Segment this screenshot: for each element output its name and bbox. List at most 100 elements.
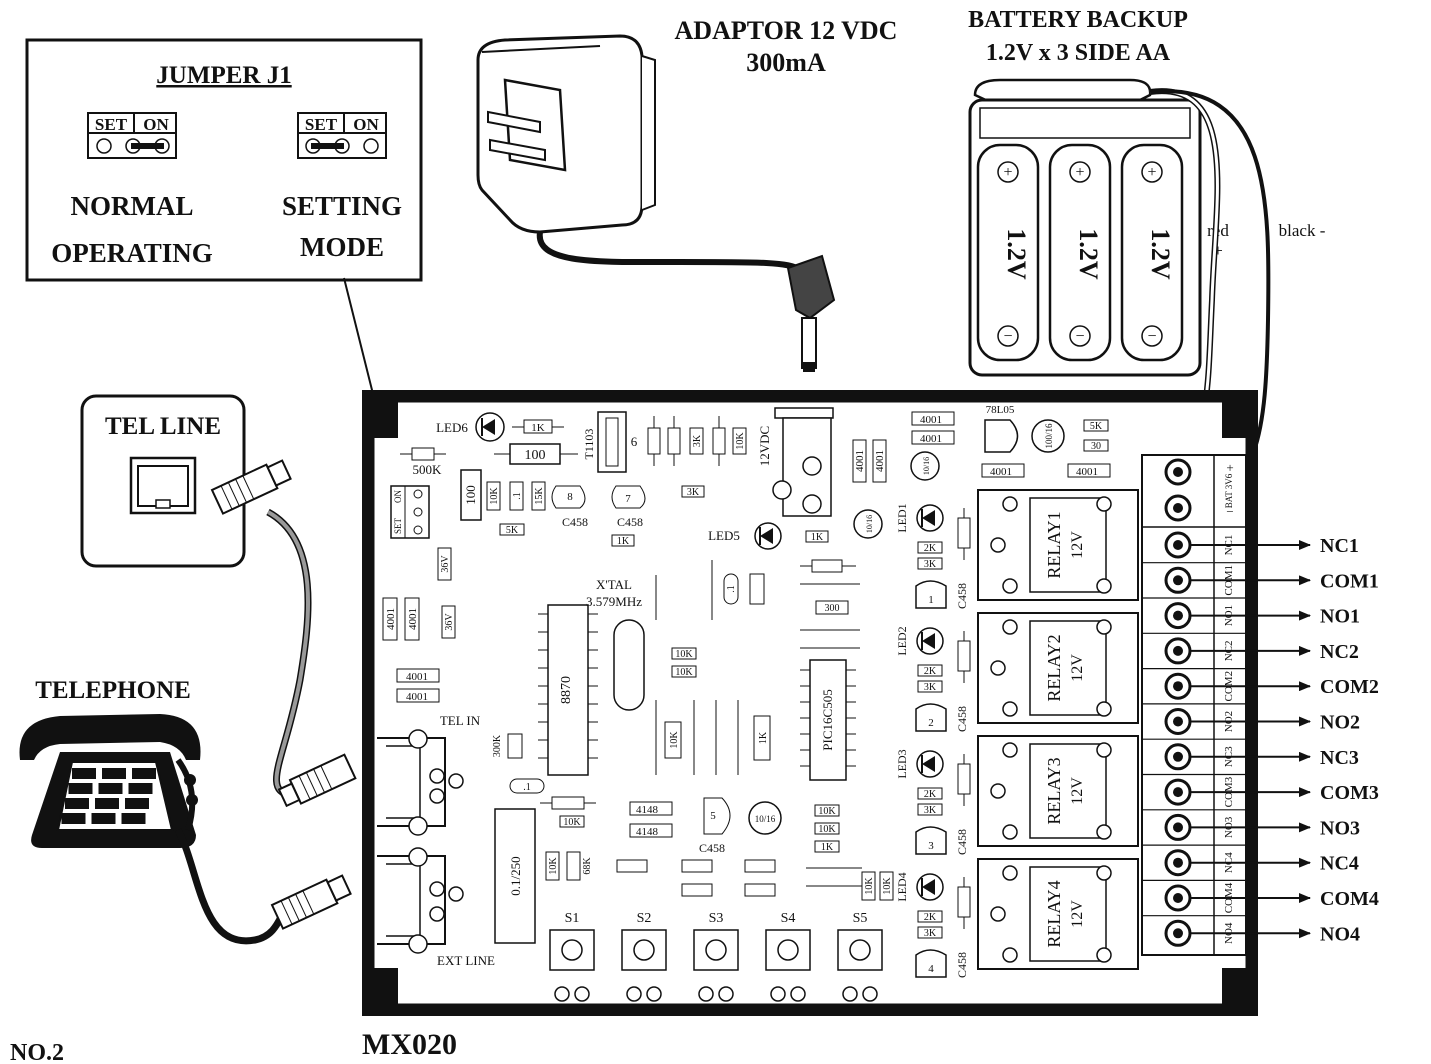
svg-text:10K: 10K: [864, 877, 875, 895]
terminal-nc4[interactable]: NC4: [1142, 844, 1311, 877]
zener-36v: 36V 36V: [437, 547, 456, 639]
svg-text:3K: 3K: [924, 805, 937, 816]
svg-text:C458: C458: [562, 515, 588, 529]
svg-text:S5: S5: [853, 911, 868, 926]
resistors-10k-pair: 10K 10K: [671, 647, 697, 678]
terminal-nc2[interactable]: NC2: [1142, 632, 1311, 665]
terminal-label-nc2: NC2: [1320, 641, 1359, 663]
svg-text:SET: SET: [305, 115, 338, 134]
rj11-plug-top: [210, 459, 292, 515]
svg-text:1K: 1K: [531, 422, 545, 434]
terminal-block: + BAT 3V6 − NC1COM1NO1NC2COM2NO2NC3COM3N…: [1141, 454, 1311, 956]
operating-label: OPERATING: [51, 238, 213, 268]
pcb-board: SET ON 500K LED6 1K 100 T1103 6: [362, 390, 1311, 1016]
svg-text:ON: ON: [143, 115, 169, 134]
battery-cell: +−1.2V: [1120, 143, 1184, 362]
svg-text:4001: 4001: [406, 671, 428, 683]
push-button-s3[interactable]: S3: [693, 911, 739, 1002]
svg-text:TEL IN: TEL IN: [440, 713, 481, 728]
battery-cell: +−1.2V: [1048, 143, 1112, 362]
svg-text:1.2V: 1.2V: [1074, 228, 1103, 280]
terminal-nc3[interactable]: NC3: [1142, 738, 1311, 771]
svg-text:4001: 4001: [407, 608, 419, 630]
push-button-s5[interactable]: S5: [837, 911, 883, 1002]
svg-text:500K: 500K: [413, 462, 443, 477]
j1-header: SET ON: [390, 485, 430, 539]
svg-text:C458: C458: [955, 706, 969, 732]
terminal-no4[interactable]: NO4: [1142, 915, 1311, 947]
svg-text:4001: 4001: [874, 450, 886, 472]
adaptor-title: ADAPTOR 12 VDC: [675, 16, 898, 45]
terminal-label-com1: COM1: [1320, 570, 1379, 592]
telephone-cable: [174, 828, 293, 945]
svg-text:10/16: 10/16: [865, 515, 874, 533]
svg-text:2: 2: [928, 717, 934, 729]
svg-text:100: 100: [463, 485, 478, 505]
resistor-300: 300: [800, 559, 860, 649]
terminal-label-com4: COM4: [1320, 888, 1379, 910]
resistor-100-b: 100: [460, 469, 482, 521]
transistors-8-7-6: 8 7 C458 C458 1K 3K: [551, 485, 705, 547]
cap-100-16: 100/16: [1031, 419, 1065, 453]
svg-text:10K: 10K: [669, 731, 680, 749]
svg-text:4001: 4001: [990, 466, 1012, 478]
svg-text:LED4: LED4: [895, 872, 909, 901]
svg-text:78L05: 78L05: [986, 404, 1015, 416]
terminal-com1[interactable]: COM1: [1142, 562, 1311, 596]
svg-text:7: 7: [625, 493, 631, 505]
terminal-label-com3: COM3: [1320, 782, 1379, 804]
jumper-title: JUMPER J1: [156, 62, 291, 89]
svg-text:X'TAL: X'TAL: [596, 577, 632, 592]
terminal-no1[interactable]: NO1: [1142, 597, 1311, 630]
terminal-label-no2: NO2: [1320, 712, 1360, 734]
svg-text:4001: 4001: [1076, 466, 1098, 478]
push-button-s4[interactable]: S4: [765, 911, 811, 1002]
terminal-com4[interactable]: COM4: [1142, 879, 1311, 913]
svg-text:C458: C458: [955, 829, 969, 855]
svg-text:+: +: [1075, 164, 1084, 181]
svg-text:−: −: [1147, 328, 1156, 345]
svg-text:5: 5: [710, 810, 716, 822]
terminal-label-no3: NO3: [1320, 817, 1360, 839]
svg-text:ON: ON: [393, 490, 403, 503]
mode-label: MODE: [300, 232, 384, 262]
push-button-s1[interactable]: S1: [549, 911, 595, 1002]
led6: LED6: [436, 412, 505, 442]
ic-8870: 8870: [538, 604, 598, 776]
svg-text:0.1/250: 0.1/250: [508, 856, 523, 895]
svg-text:RELAY4: RELAY4: [1044, 880, 1064, 947]
svg-text:10K: 10K: [563, 817, 581, 828]
svg-text:10K: 10K: [818, 824, 836, 835]
svg-text:1K: 1K: [821, 842, 834, 853]
svg-text:10/16: 10/16: [922, 457, 931, 475]
svg-text:2K: 2K: [924, 666, 937, 677]
svg-text:12V: 12V: [1069, 777, 1086, 805]
terminal-no3[interactable]: NO3: [1142, 809, 1311, 841]
svg-text:300: 300: [825, 603, 840, 614]
svg-text:5K: 5K: [506, 525, 519, 536]
terminal-com2[interactable]: COM2: [1142, 667, 1311, 702]
svg-text:10K: 10K: [675, 667, 693, 678]
battery-spec: 1.2V x 3 SIDE AA: [986, 40, 1171, 66]
tel-line-jack: TEL LINE: [80, 394, 246, 568]
terminal-nc1[interactable]: NC1: [1164, 531, 1311, 559]
svg-text:C458: C458: [955, 952, 969, 978]
svg-text:LED1: LED1: [895, 503, 909, 532]
led5: LED5 1K: [708, 522, 829, 550]
ic-pic16c505: PIC16C505: [800, 659, 856, 781]
svg-text:8870: 8870: [559, 676, 574, 704]
pic-resistors: 10K 10K 1K: [806, 804, 862, 887]
push-button-s2[interactable]: S2: [621, 911, 667, 1002]
svg-text:8: 8: [567, 491, 573, 503]
terminal-label-com2: COM2: [1320, 676, 1379, 698]
svg-text:100: 100: [525, 448, 546, 463]
terminal-no2[interactable]: NO2: [1142, 703, 1311, 735]
svg-text:3.579MHz: 3.579MHz: [586, 594, 642, 609]
svg-text:4148: 4148: [636, 804, 659, 816]
resistor-500k: 500K: [400, 447, 446, 477]
terminal-com3[interactable]: COM3: [1142, 773, 1311, 808]
